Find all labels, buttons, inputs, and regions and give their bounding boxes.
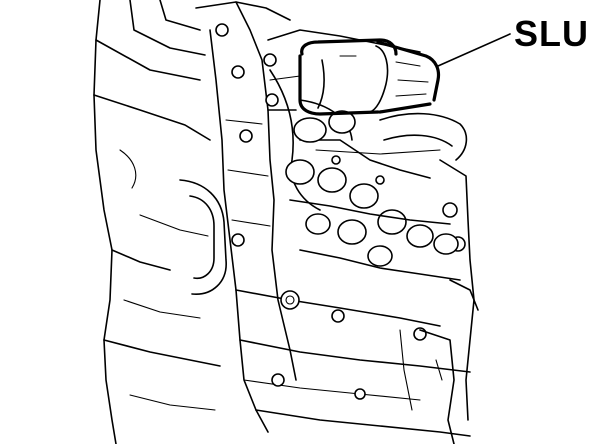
- transmission-case: [93, 0, 227, 444]
- slu-callout-label: SLU: [514, 13, 589, 54]
- valve-body-plate: [195, 1, 471, 437]
- slu-solenoid: [298, 38, 441, 116]
- right-housing: [399, 159, 479, 444]
- solenoid-cluster: [263, 29, 468, 281]
- slu-leader-line: [437, 33, 511, 67]
